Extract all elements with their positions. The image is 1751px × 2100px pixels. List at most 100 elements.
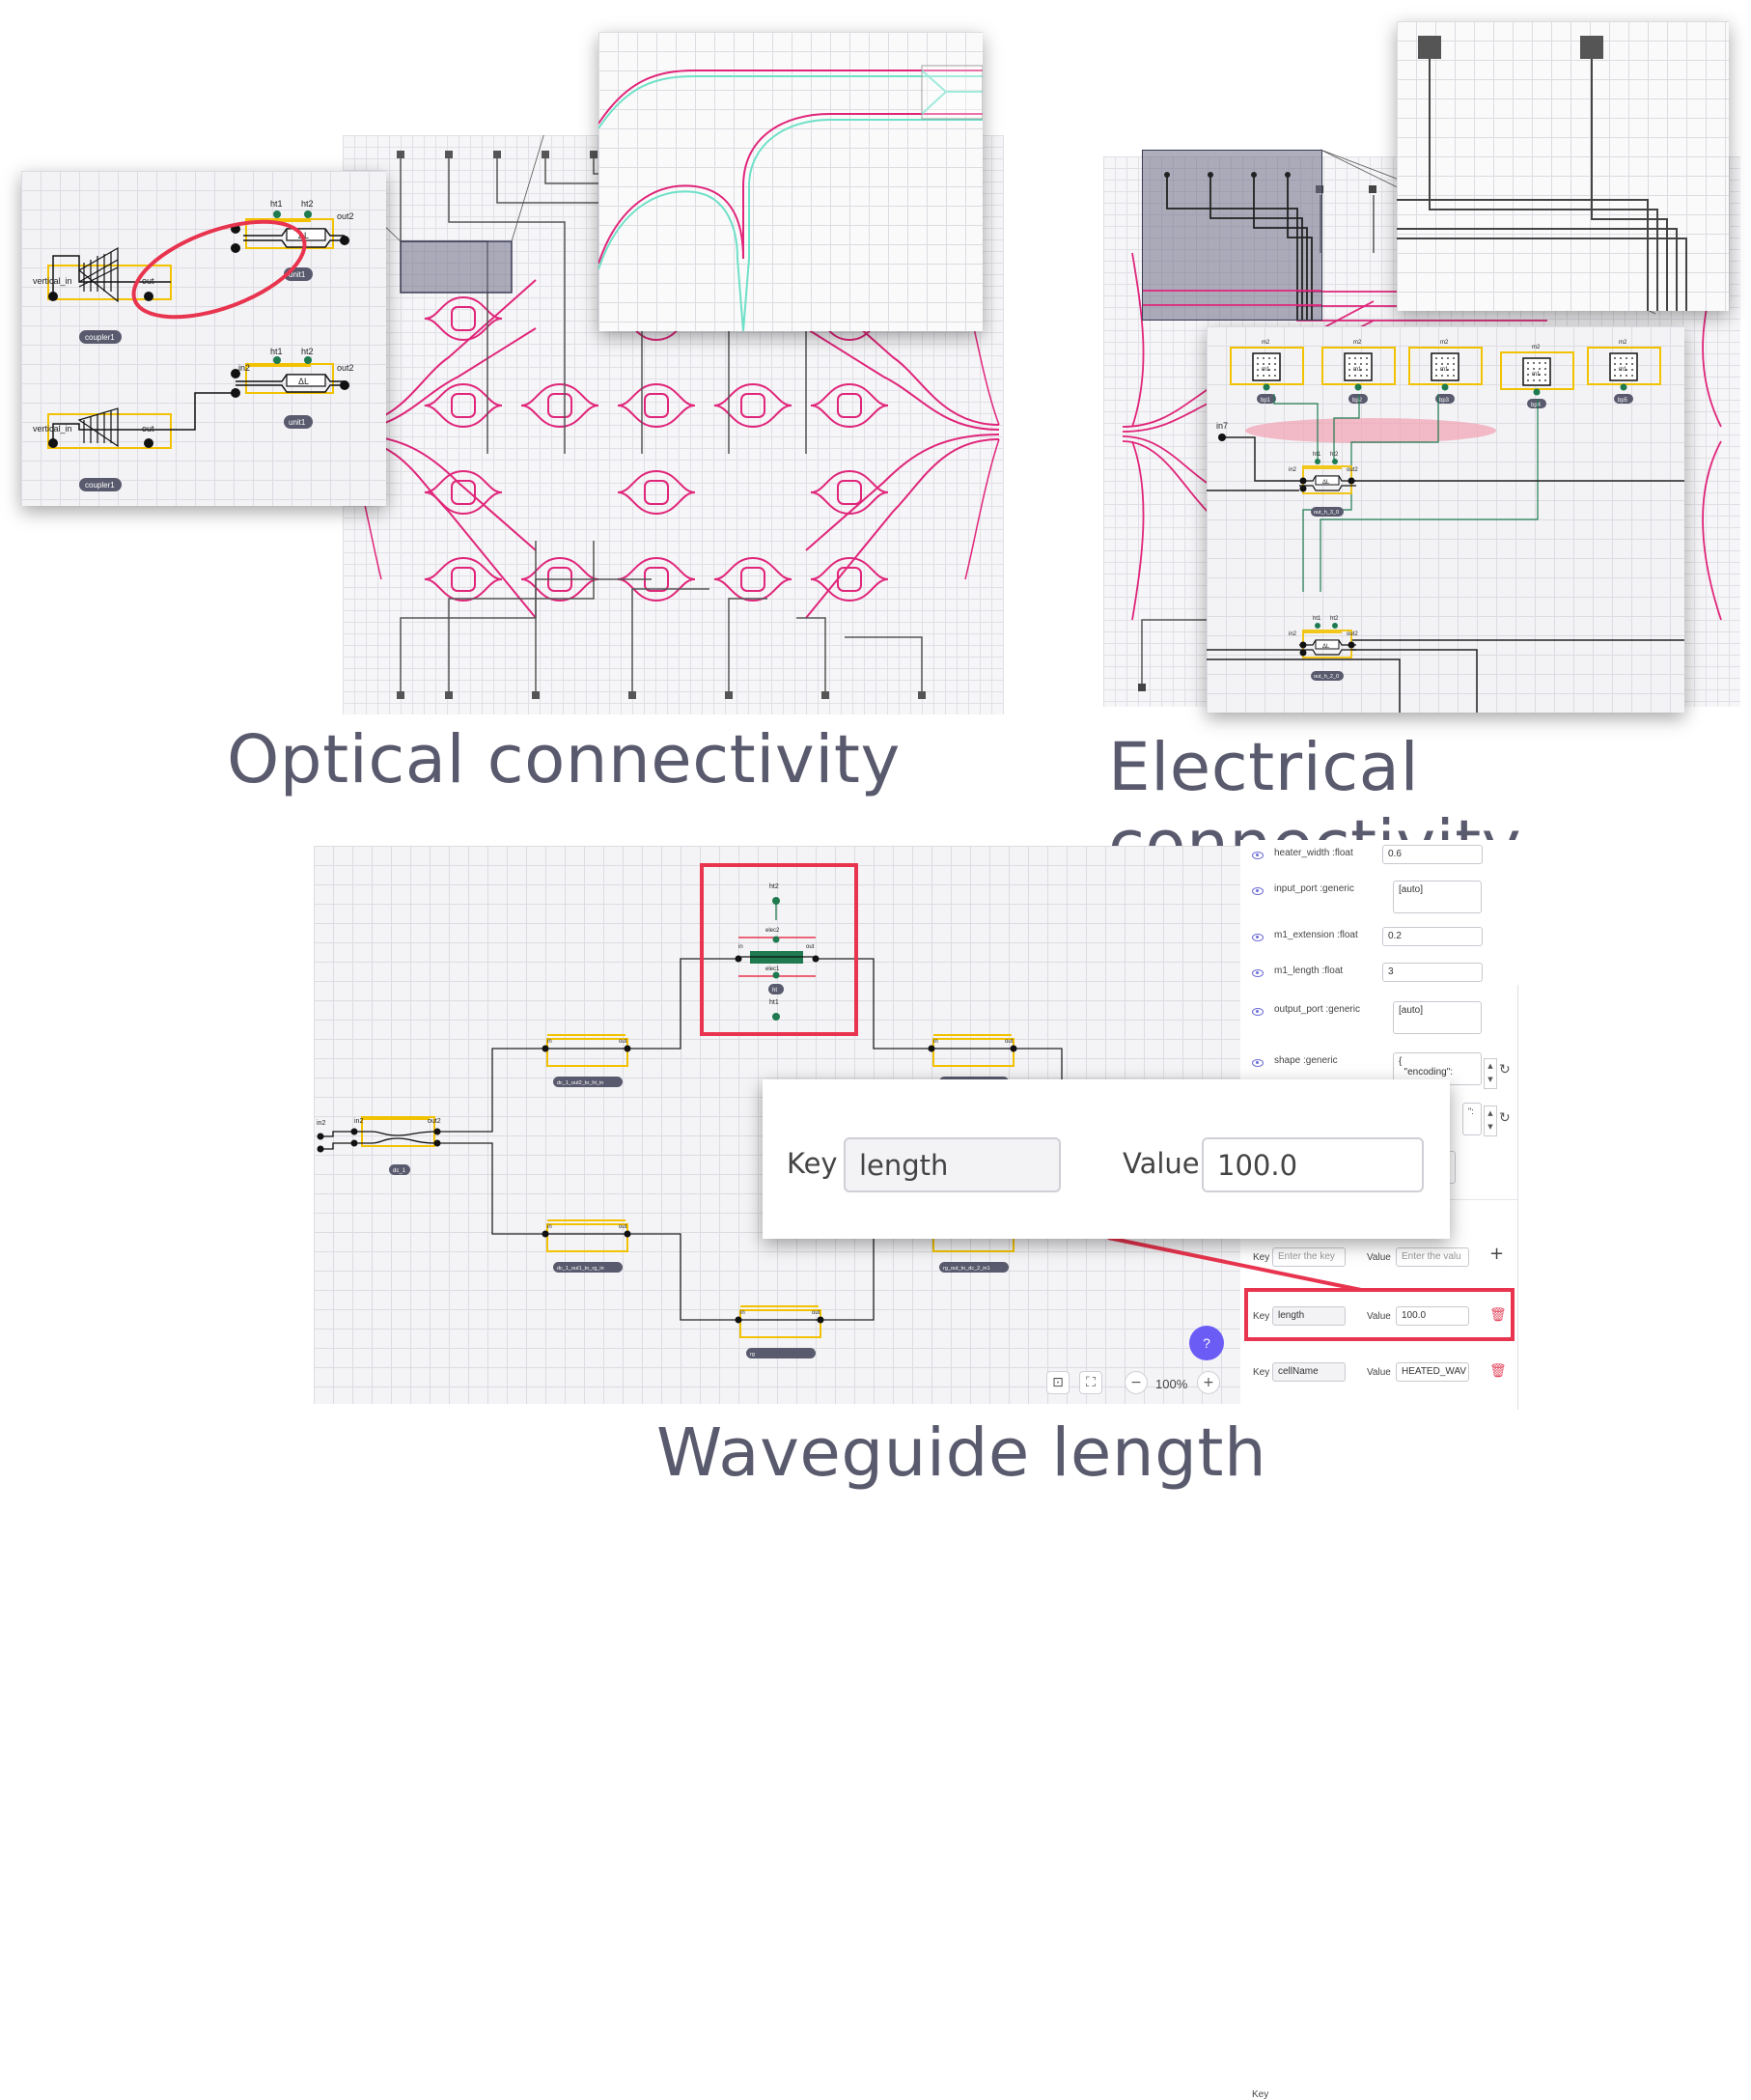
zoom-selection-box — [400, 240, 513, 294]
help-button[interactable]: ? — [1189, 1326, 1224, 1360]
heater-top-port: ht2 — [769, 883, 779, 890]
unit-bottom[interactable]: ΔL ht1 ht2 in2 out2 unit1 — [231, 347, 354, 429]
kv-row2-value-input[interactable]: HEATED_WAV — [1396, 1362, 1469, 1382]
shape-reset-icon[interactable]: ↻ — [1499, 1062, 1511, 1078]
electrical-selection-box — [1142, 150, 1322, 321]
svg-text:dc_1_out1_to_rg_in: dc_1_out1_to_rg_in — [557, 1266, 604, 1272]
kv-row1-key-input[interactable]: length — [1272, 1306, 1346, 1326]
callout-key-label: Key — [787, 1147, 838, 1180]
property-value-input[interactable]: 0.6 — [1382, 845, 1483, 864]
dc1-component[interactable]: in2 in2 out2 dc_1 — [317, 1116, 441, 1175]
property-value-input[interactable]: 3 — [1382, 963, 1483, 982]
kv-row2-delete-icon[interactable]: 🗑 — [1489, 1363, 1507, 1379]
mzi-cell — [810, 556, 889, 602]
bond-pad-bottom — [532, 691, 540, 699]
bond-pad-top — [542, 151, 549, 158]
property-value-input[interactable]: [auto] — [1393, 1001, 1482, 1034]
mzi-phase-shifter — [547, 393, 572, 418]
visibility-eye-icon[interactable] — [1252, 887, 1264, 895]
svg-text:in: in — [547, 1039, 552, 1045]
svg-text:out: out — [812, 1310, 820, 1316]
visibility-eye-icon[interactable] — [1252, 852, 1264, 859]
fullscreen-button[interactable]: ⛶ — [1079, 1371, 1102, 1394]
svg-text:bp3: bp3 — [1439, 398, 1450, 404]
svg-text:m2: m2 — [1262, 340, 1270, 346]
kv-row2-key-input[interactable]: cellName — [1272, 1362, 1346, 1382]
svg-text:ΔL: ΔL — [1322, 480, 1330, 486]
heater-highlight-box — [700, 863, 858, 1036]
svg-text:rg_out_to_dc_2_in1: rg_out_to_dc_2_in1 — [943, 1266, 990, 1272]
kv-new-key-label: Key — [1252, 2089, 1269, 2100]
bond-pad-top — [590, 151, 598, 158]
kv-new-value-input[interactable]: Enter the valu — [1396, 1247, 1469, 1267]
kv-row1-delete-icon[interactable]: 🗑 — [1489, 1307, 1507, 1323]
partial-field[interactable]: ": — [1462, 1103, 1482, 1135]
heater-component[interactable]: ht2 elec2 in out elec1 ht ht1 — [735, 883, 820, 1021]
property-value-input[interactable]: [auto] — [1393, 881, 1482, 913]
visibility-eye-icon[interactable] — [1252, 1059, 1264, 1067]
mzi-cell — [424, 469, 503, 516]
electrical-port-in: in7 — [1216, 421, 1228, 431]
kv-new-key-label: Key — [1253, 1252, 1270, 1263]
mzi-phase-shifter — [740, 393, 765, 418]
kv-new-value-label: Value — [1367, 1252, 1391, 1263]
fit-view-button[interactable]: ⊡ — [1046, 1371, 1070, 1394]
visibility-eye-icon[interactable] — [1252, 934, 1264, 941]
electrical-zoom-inset — [1397, 21, 1729, 311]
property-label: m1_length :float — [1274, 966, 1344, 976]
visibility-eye-icon[interactable] — [1252, 1008, 1264, 1016]
callout-key-input[interactable]: length — [844, 1137, 1061, 1192]
coupler-top-input-label: vertical_in — [33, 276, 72, 286]
svg-text:ht1: ht1 — [1313, 452, 1321, 458]
callout-value-input[interactable]: 100.0 — [1202, 1137, 1424, 1192]
svg-text:m2: m2 — [1353, 340, 1362, 346]
coupler-bottom[interactable]: vertical_in out coupler1 — [33, 392, 236, 491]
kv-new-key-input[interactable]: Enter the key — [1272, 1247, 1346, 1267]
visibility-eye-icon[interactable] — [1252, 969, 1264, 977]
property-value-input[interactable]: 0.2 — [1382, 927, 1483, 946]
field-spinner[interactable]: ▲▼ — [1484, 1106, 1497, 1136]
coupler-bottom-name: coupler1 — [85, 481, 115, 490]
coupler-top[interactable]: vertical_in out coupler1 — [33, 246, 172, 344]
unit-bottom-output: out2 — [337, 363, 354, 373]
svg-text:ht2: ht2 — [1330, 616, 1339, 622]
coupler-top-name: coupler1 — [85, 333, 115, 342]
svg-text:bp4: bp4 — [1531, 403, 1542, 408]
svg-text:m2: m2 — [1440, 340, 1449, 346]
svg-text:bp5: bp5 — [1618, 398, 1628, 404]
coupler-bottom-output-label: out — [142, 424, 154, 434]
svg-text:in2: in2 — [1289, 631, 1297, 637]
mzi-phase-shifter — [451, 567, 476, 592]
connection-highlight-ellipse — [131, 219, 307, 320]
kv-row2-value-label: Value — [1367, 1367, 1391, 1378]
unit-bottom-heater1: ht1 — [270, 347, 283, 356]
mzi-phase-shifter — [837, 480, 862, 505]
mzi-cell — [810, 382, 889, 429]
svg-text:m1: m1 — [1619, 367, 1627, 373]
zoom-in-button[interactable]: + — [1197, 1371, 1220, 1394]
kv-row1-value-input[interactable]: 100.0 — [1396, 1306, 1469, 1326]
mzi-cell — [810, 469, 889, 516]
kv-add-button[interactable]: + — [1489, 1244, 1505, 1264]
property-label: heater_width :float — [1274, 848, 1353, 858]
kv-row1-key-label: Key — [1253, 1311, 1270, 1322]
heater-in: in — [738, 944, 743, 950]
mzi-phase-shifter — [451, 306, 476, 331]
unit-bottom-heater2: ht2 — [301, 347, 314, 356]
zoom-out-button[interactable]: − — [1125, 1371, 1148, 1394]
dc1-in-top: in2 — [354, 1118, 363, 1125]
bond-pad-top — [493, 151, 501, 158]
shape-spinner[interactable]: ▲▼ — [1484, 1058, 1497, 1089]
field-reset-icon[interactable]: ↻ — [1499, 1110, 1511, 1126]
mzi-cell — [617, 469, 696, 516]
